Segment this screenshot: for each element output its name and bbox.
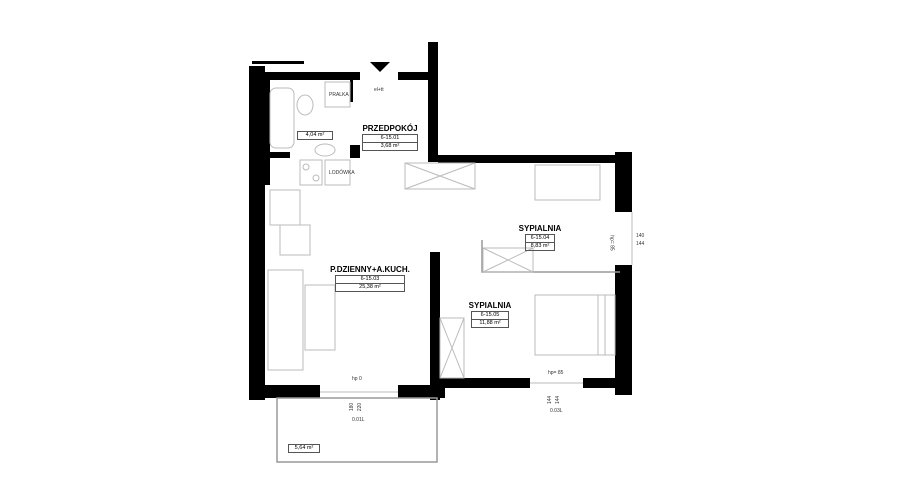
sill-height-bedroom-1: hp= 85 [608, 235, 615, 251]
window-width-3: 140 [636, 233, 645, 239]
window-code-1: 0.01L [352, 417, 365, 423]
window-width-2: 144 [547, 395, 554, 405]
entry-label: el+tt [374, 87, 384, 93]
balcony-area: 5,64 m² [288, 444, 320, 453]
window-code-2: 0.03L [550, 408, 563, 414]
walls [249, 42, 632, 400]
entrance-arrow-icon [370, 62, 390, 72]
sill-height-bedroom-2: hp= 85 [548, 370, 564, 376]
window-height-2: 144 [555, 395, 562, 405]
window-height-3: 144 [636, 241, 645, 247]
furniture [267, 81, 616, 371]
window-width-1: 180 [349, 402, 356, 412]
partitions [276, 162, 620, 463]
window-height-1: 220 [357, 402, 364, 412]
windows [320, 212, 633, 393]
washer-label: PRALKA [329, 92, 349, 98]
fridge-label: LODÓWKA [329, 170, 355, 176]
bathroom-area: 4,04 m² [297, 131, 333, 140]
sill-height-living: hp 0 [352, 376, 362, 382]
